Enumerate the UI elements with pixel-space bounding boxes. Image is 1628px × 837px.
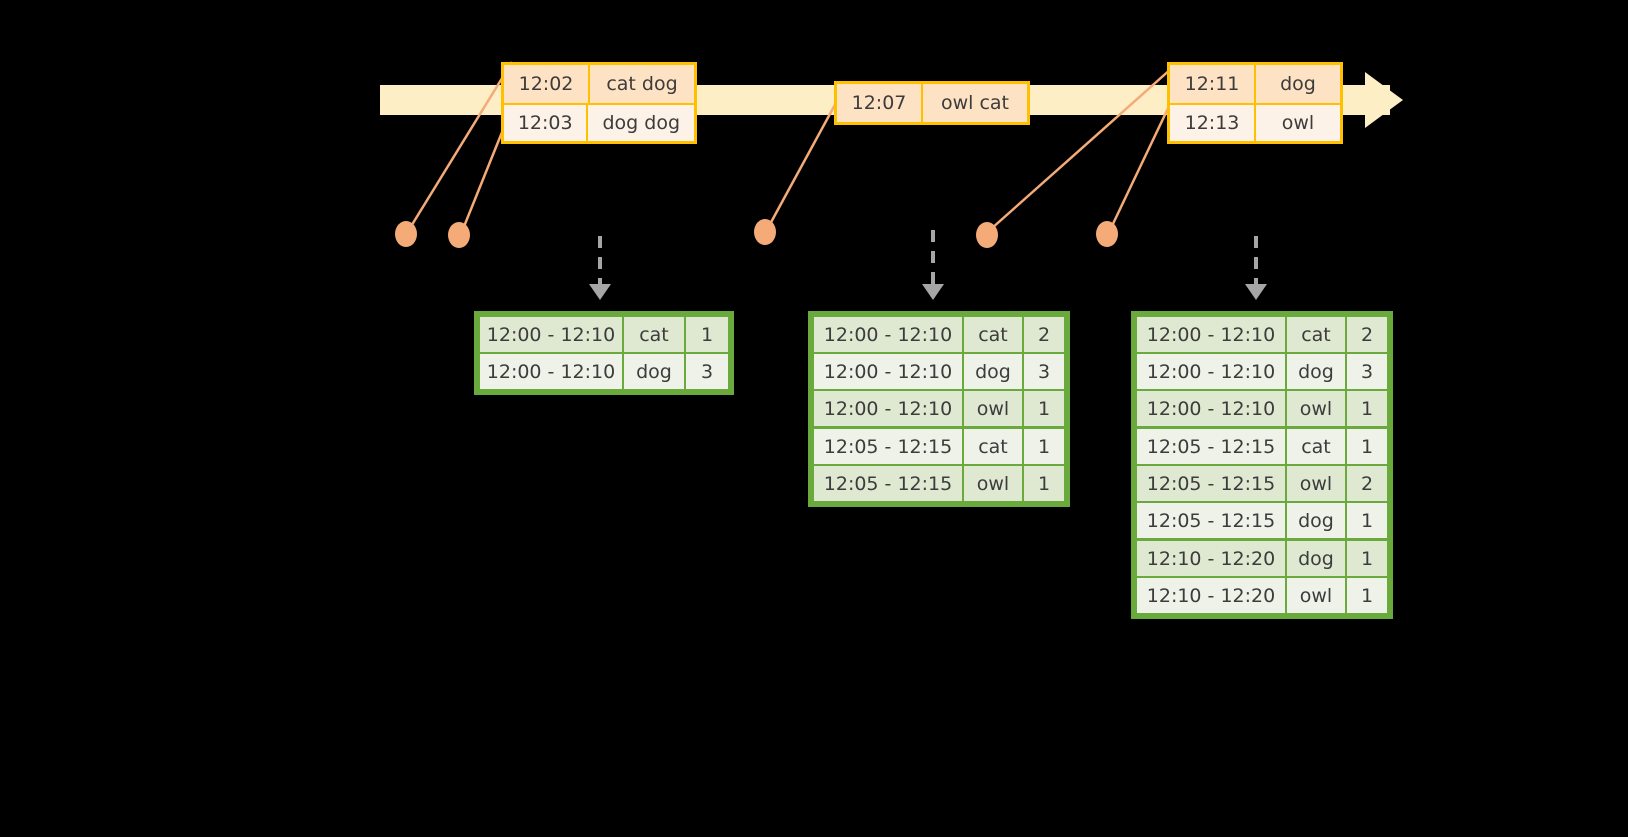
- event-time: 12:11: [1170, 65, 1256, 103]
- result-word: cat: [1287, 317, 1345, 352]
- event-words: dog dog: [602, 112, 680, 134]
- event-time: 12:02: [504, 65, 590, 103]
- result-window: 12:00 - 12:10: [1137, 354, 1285, 389]
- result-window: 12:05 - 12:15: [1137, 429, 1285, 464]
- result-window: 12:05 - 12:15: [814, 429, 962, 464]
- result-word: owl: [1287, 391, 1345, 426]
- event-row: 12:07 owl cat: [837, 84, 1027, 122]
- result-word: owl: [1287, 466, 1345, 501]
- result-count: 1: [1024, 391, 1064, 426]
- emit-arrow-1-head: [589, 284, 611, 300]
- result-word: cat: [964, 429, 1022, 464]
- event-words: owl: [1281, 112, 1315, 134]
- marker-1211: [976, 222, 998, 248]
- event-time: 12:07: [837, 84, 923, 122]
- result-word: dog: [1287, 541, 1345, 576]
- result-count: 1: [1347, 391, 1387, 426]
- result-word: dog: [624, 354, 684, 389]
- result-word: dog: [1287, 503, 1345, 538]
- result-word: cat: [624, 317, 684, 352]
- event-time: 12:03: [504, 105, 589, 141]
- result-window: 12:00 - 12:10: [1137, 391, 1285, 426]
- result-count: 1: [1347, 503, 1387, 538]
- result-window: 12:05 - 12:15: [814, 466, 962, 501]
- event-words: cat dog: [606, 73, 678, 95]
- event-row: 12:03 dog dog: [504, 103, 694, 141]
- result-window: 12:05 - 12:15: [1137, 503, 1285, 538]
- event-box-1: 12:02 cat dog 12:03 dog dog: [501, 62, 697, 144]
- result-count: 2: [1347, 317, 1387, 352]
- result-window: 12:00 - 12:10: [814, 354, 962, 389]
- result-window: 12:10 - 12:20: [1137, 541, 1285, 576]
- event-box-2: 12:07 owl cat: [834, 81, 1030, 125]
- marker-1207: [754, 219, 776, 245]
- event-time: 12:13: [1170, 105, 1256, 141]
- result-count: 2: [1347, 466, 1387, 501]
- result-count: 2: [1024, 317, 1064, 352]
- timeline-arrow-head: [1365, 72, 1403, 128]
- event-words: owl cat: [940, 92, 1010, 114]
- emit-arrow-3-head: [1245, 284, 1267, 300]
- marker-1203: [448, 222, 470, 248]
- result-count: 3: [1024, 354, 1064, 389]
- result-count: 3: [686, 354, 728, 389]
- result-word: dog: [1287, 354, 1345, 389]
- event-words: dog: [1280, 73, 1316, 95]
- event-box-3: 12:11 dog 12:13 owl: [1167, 62, 1343, 144]
- result-count: 1: [1024, 466, 1064, 501]
- event-row: 12:11 dog: [1170, 65, 1340, 103]
- connector-1213: [1109, 99, 1174, 229]
- result-window: 12:00 - 12:10: [480, 354, 622, 389]
- result-word: cat: [964, 317, 1022, 352]
- result-count: 1: [1347, 429, 1387, 464]
- result-count: 1: [1347, 578, 1387, 613]
- result-count: 3: [1347, 354, 1387, 389]
- event-row: 12:13 owl: [1170, 103, 1340, 141]
- result-word: owl: [1287, 578, 1345, 613]
- result-window: 12:00 - 12:10: [814, 391, 962, 426]
- event-row: 12:02 cat dog: [504, 65, 694, 103]
- marker-1213: [1096, 221, 1118, 247]
- result-word: cat: [1287, 429, 1345, 464]
- result-word: dog: [964, 354, 1022, 389]
- result-word: owl: [964, 391, 1022, 426]
- result-count: 1: [1347, 541, 1387, 576]
- result-window: 12:00 - 12:10: [814, 317, 962, 352]
- result-count: 1: [686, 317, 728, 352]
- marker-1202: [395, 221, 417, 247]
- result-count: 1: [1024, 429, 1064, 464]
- emit-arrow-2-head: [922, 284, 944, 300]
- result-window: 12:05 - 12:15: [1137, 466, 1285, 501]
- result-window: 12:10 - 12:20: [1137, 578, 1285, 613]
- result-window: 12:00 - 12:10: [1137, 317, 1285, 352]
- result-word: owl: [964, 466, 1022, 501]
- result-window: 12:00 - 12:10: [480, 317, 622, 352]
